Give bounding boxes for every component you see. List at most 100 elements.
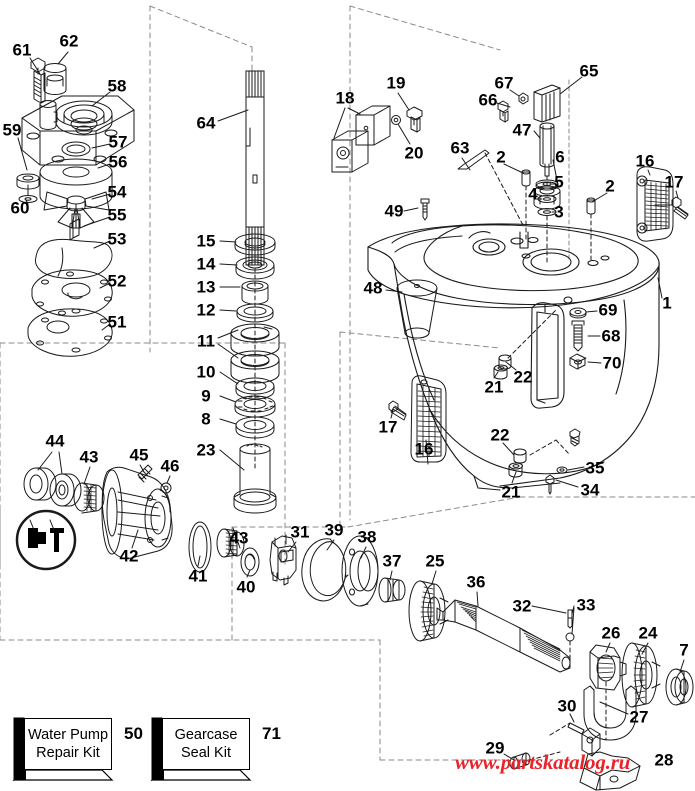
part-7-bearing <box>665 668 694 706</box>
callout-13[interactable]: 13 <box>196 277 216 297</box>
kit-box-base <box>150 717 252 782</box>
callout-43[interactable]: 43 <box>79 447 99 467</box>
callout-38[interactable]: 38 <box>357 527 377 547</box>
callout-59[interactable]: 59 <box>2 120 22 140</box>
kit-label-line1: Gearcase <box>174 726 238 743</box>
callout-10[interactable]: 10 <box>196 362 216 382</box>
callout-60[interactable]: 60 <box>10 198 30 218</box>
callout-32[interactable]: 32 <box>512 596 532 616</box>
callout-26[interactable]: 26 <box>601 623 621 643</box>
part-52-gasket <box>31 269 113 317</box>
callout-2[interactable]: 2 <box>605 176 615 196</box>
callout-40[interactable]: 40 <box>236 577 256 597</box>
callout-41[interactable]: 41 <box>188 566 208 586</box>
callout-14[interactable]: 14 <box>196 254 216 274</box>
callout-27[interactable]: 27 <box>629 707 649 727</box>
callout-66[interactable]: 66 <box>478 90 498 110</box>
callout-3[interactable]: 3 <box>554 202 564 222</box>
callout-1[interactable]: 1 <box>662 293 672 313</box>
callout-25[interactable]: 25 <box>425 551 445 571</box>
callout-67[interactable]: 67 <box>494 73 514 93</box>
callout-24[interactable]: 24 <box>638 623 658 643</box>
callout-16[interactable]: 16 <box>635 151 655 171</box>
part-32-pin <box>567 609 573 629</box>
callout-22[interactable]: 22 <box>490 425 510 445</box>
callout-65[interactable]: 65 <box>579 61 599 81</box>
callout-63[interactable]: 63 <box>450 138 470 158</box>
callout-46[interactable]: 46 <box>160 456 180 476</box>
callout-16[interactable]: 16 <box>414 439 434 459</box>
callout-9[interactable]: 9 <box>201 386 211 406</box>
callout-45[interactable]: 45 <box>129 445 149 465</box>
part-63-pin <box>457 149 490 170</box>
callout-28[interactable]: 28 <box>654 750 674 770</box>
callout-57[interactable]: 57 <box>108 132 128 152</box>
part-36-propeller-shaft <box>436 599 571 673</box>
part-42-bearing-carrier <box>101 466 173 559</box>
callout-48[interactable]: 48 <box>363 278 383 298</box>
callout-61[interactable]: 61 <box>12 40 32 60</box>
callout-64[interactable]: 64 <box>196 113 216 133</box>
callout-20[interactable]: 20 <box>404 143 424 163</box>
callout-8[interactable]: 8 <box>201 409 211 429</box>
callout-21[interactable]: 21 <box>484 377 504 397</box>
part-35-washer <box>556 466 568 474</box>
kit-ref-50[interactable]: 50 <box>124 724 143 743</box>
callout-55[interactable]: 55 <box>107 205 127 225</box>
callout-7[interactable]: 7 <box>679 640 689 660</box>
callout-22[interactable]: 22 <box>513 367 533 387</box>
callout-33[interactable]: 33 <box>576 595 596 615</box>
callout-11[interactable]: 11 <box>197 331 215 351</box>
callout-23[interactable]: 23 <box>196 440 216 460</box>
callout-15[interactable]: 15 <box>196 231 216 251</box>
callout-58[interactable]: 58 <box>107 76 127 96</box>
callout-5[interactable]: 5 <box>554 172 564 192</box>
part-29-pin <box>509 752 531 770</box>
callout-51[interactable]: 51 <box>107 312 127 332</box>
callout-43[interactable]: 43 <box>229 528 249 548</box>
callout-42[interactable]: 42 <box>119 546 139 566</box>
part-53-plate <box>35 239 113 279</box>
callout-62[interactable]: 62 <box>59 31 79 51</box>
callout-54[interactable]: 54 <box>107 182 127 202</box>
callout-47[interactable]: 47 <box>512 120 532 140</box>
callout-36[interactable]: 36 <box>466 572 486 592</box>
kit-ref-71[interactable]: 71 <box>262 724 281 743</box>
part-1-gearcase-housing <box>367 223 660 491</box>
callout-2[interactable]: 2 <box>496 147 506 167</box>
callout-18[interactable]: 18 <box>335 88 355 108</box>
callout-6[interactable]: 6 <box>555 147 565 167</box>
callout-17[interactable]: 17 <box>378 417 398 437</box>
callout-17[interactable]: 17 <box>664 172 684 192</box>
callout-53[interactable]: 53 <box>107 229 127 249</box>
callout-68[interactable]: 68 <box>601 326 621 346</box>
callout-56[interactable]: 56 <box>108 152 128 172</box>
callout-44[interactable]: 44 <box>45 431 65 451</box>
part-40-thrust-washer <box>240 547 260 577</box>
callout-52[interactable]: 52 <box>107 271 127 291</box>
callout-37[interactable]: 37 <box>382 551 402 571</box>
callout-4[interactable]: 4 <box>528 184 538 204</box>
part-58-pump-housing <box>21 95 135 166</box>
callout-12[interactable]: 12 <box>196 300 216 320</box>
part-26-cam-follower <box>589 644 627 691</box>
part-21-bushing-upper <box>493 364 508 380</box>
callout-30[interactable]: 30 <box>557 696 577 716</box>
callout-70[interactable]: 70 <box>602 353 622 373</box>
part-23-bearing-carrier <box>233 443 277 514</box>
callout-19[interactable]: 19 <box>386 73 406 93</box>
callout-35[interactable]: 35 <box>585 458 605 478</box>
callout-34[interactable]: 34 <box>580 480 600 500</box>
callout-49[interactable]: 49 <box>384 201 404 221</box>
callout-29[interactable]: 29 <box>485 738 505 758</box>
part-65-seal-housing <box>533 84 561 123</box>
callout-69[interactable]: 69 <box>598 300 618 320</box>
part-24-reverse-gear <box>621 642 661 708</box>
callout-21[interactable]: 21 <box>501 482 521 502</box>
callout-39[interactable]: 39 <box>324 520 344 540</box>
callout-31[interactable]: 31 <box>290 522 310 542</box>
